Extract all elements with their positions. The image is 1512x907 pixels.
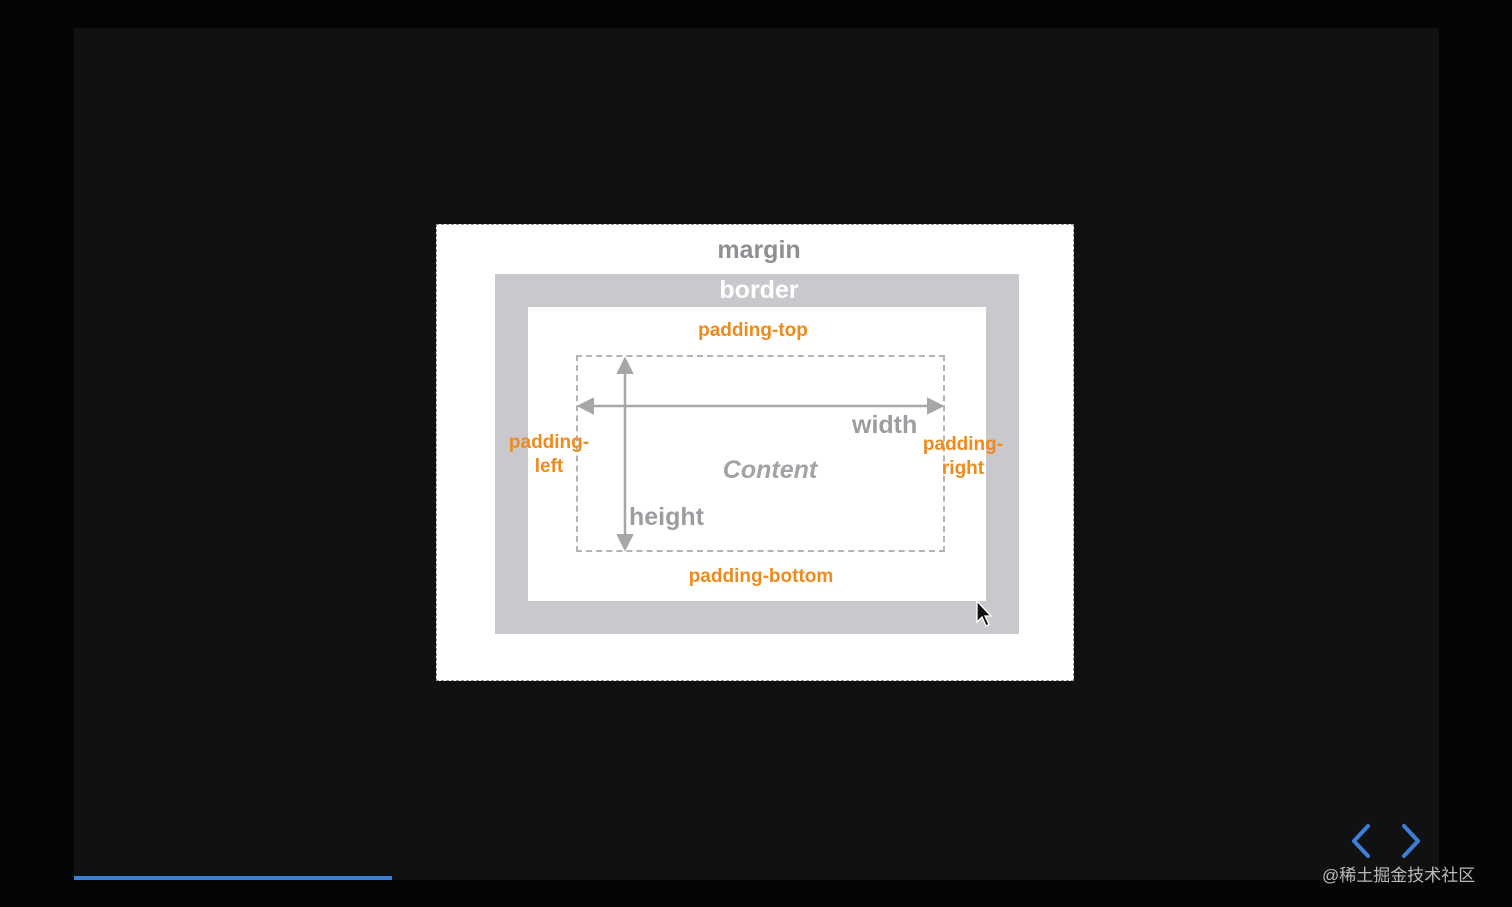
chevron-left-icon [1352,824,1370,858]
previous-slide-button[interactable] [1346,822,1376,860]
watermark: @稀土掘金技术社区 [1322,866,1476,885]
padding-left-label-line1: padding- [508,432,590,453]
mouse-pointer-icon [976,600,993,627]
padding-bottom-label: padding-bottom [688,566,834,587]
width-label: width [852,411,918,439]
height-label: height [629,503,704,531]
content-label: Content [722,456,818,484]
next-slide-button[interactable] [1396,822,1426,860]
chevron-right-icon [1402,824,1420,858]
content-box [576,355,945,552]
margin-label: margin [717,236,801,264]
padding-right-label-line1: padding- [922,434,1004,455]
padding-top-label: padding-top [698,320,808,341]
border-label: border [719,276,799,304]
progress-bar[interactable] [74,876,1439,880]
padding-right-label-line2: right [941,458,985,479]
padding-left-label-line2: left [534,456,564,477]
progress-bar-fill [74,876,393,880]
